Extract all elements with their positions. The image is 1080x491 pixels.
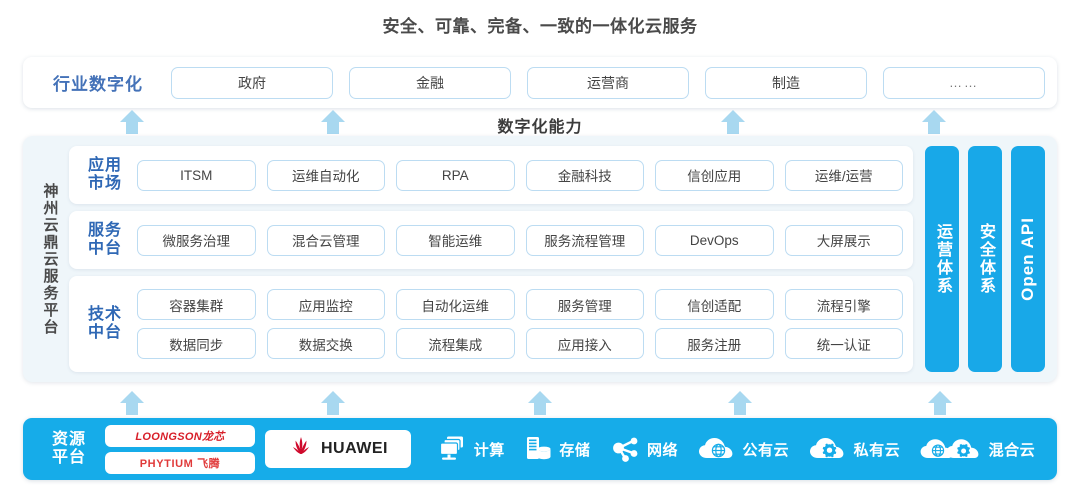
resource-item-hybrid-cloud[interactable]: 混合云 bbox=[920, 436, 1036, 462]
cell-xinchuang-adaptation[interactable]: 信创适配 bbox=[655, 289, 774, 320]
cloud-service-platform-panel: 神州云鼎云服务平台 应用 市场 ITSM 运维自动化 RPA 金融科技 信创应用… bbox=[23, 136, 1057, 382]
platform-bands: 应用 市场 ITSM 运维自动化 RPA 金融科技 信创应用 运维/运营 bbox=[69, 146, 913, 372]
resource-item-private-cloud[interactable]: 私有云 bbox=[809, 436, 901, 462]
cell-intelligent-ops[interactable]: 智能运维 bbox=[396, 224, 515, 256]
cell-row: ITSM 运维自动化 RPA 金融科技 信创应用 运维/运营 bbox=[137, 159, 903, 191]
cell-container-cluster[interactable]: 容器集群 bbox=[137, 289, 256, 320]
up-arrow-icon-1 bbox=[119, 109, 145, 135]
pillar-security-system[interactable]: 安全体系 bbox=[968, 146, 1002, 372]
cell-itsm[interactable]: ITSM bbox=[137, 159, 256, 191]
resource-item-label: 存储 bbox=[559, 441, 591, 459]
resource-item-compute[interactable]: 计算 bbox=[437, 435, 505, 463]
industry-row-label: 行业数字化 bbox=[53, 75, 143, 94]
resource-platform-label: 资源 平台 bbox=[51, 430, 86, 466]
industry-item-more[interactable]: …… bbox=[883, 66, 1045, 99]
cell-devops[interactable]: DevOps bbox=[655, 224, 774, 256]
cell-ops-operations[interactable]: 运维/运营 bbox=[784, 159, 903, 191]
up-arrow-icon-4 bbox=[921, 109, 947, 135]
huawei-flower-icon bbox=[288, 436, 314, 463]
industry-item-manufacturing[interactable]: 制造 bbox=[705, 66, 867, 99]
resource-item-network[interactable]: 网络 bbox=[610, 435, 678, 463]
cell-application-access[interactable]: 应用接入 bbox=[525, 328, 644, 359]
band-label-application-market: 应用 市场 bbox=[87, 157, 122, 192]
resource-item-label: 私有云 bbox=[853, 441, 901, 459]
page-title: 安全、可靠、完备、一致的一体化云服务 bbox=[382, 17, 698, 36]
up-arrow-icon-6 bbox=[320, 390, 346, 416]
cell-microservice-governance[interactable]: 微服务治理 bbox=[137, 224, 256, 256]
band-application-market: 应用 市场 ITSM 运维自动化 RPA 金融科技 信创应用 运维/运营 bbox=[69, 146, 913, 204]
cell-large-screen-display[interactable]: 大屏展示 bbox=[784, 224, 903, 256]
public-cloud-icon bbox=[698, 436, 736, 462]
cell-xinchuang-app[interactable]: 信创应用 bbox=[655, 159, 774, 191]
chip-vendor-logos: LOONGSON龙芯 PHYTIUM 飞腾 bbox=[105, 424, 255, 474]
cell-service-registration[interactable]: 服务注册 bbox=[655, 328, 774, 359]
industry-digitalization-row: 行业数字化 政府 金融 运营商 制造 …… bbox=[23, 57, 1057, 108]
up-arrow-icon-8 bbox=[727, 390, 753, 416]
band-cells-service-middle-platform: 微服务治理 混合云管理 智能运维 服务流程管理 DevOps 大屏展示 bbox=[137, 224, 903, 256]
resource-item-label: 混合云 bbox=[988, 441, 1036, 459]
resource-item-label: 计算 bbox=[473, 441, 505, 459]
band-technical-middle-platform: 技术 中台 容器集群 应用监控 自动化运维 服务管理 信创适配 流程引擎 数据同… bbox=[69, 276, 913, 372]
band-cells-technical-middle-platform: 容器集群 应用监控 自动化运维 服务管理 信创适配 流程引擎 数据同步 数据交换… bbox=[137, 289, 903, 359]
resource-platform-bar: 资源 平台 LOONGSON龙芯 PHYTIUM 飞腾 HUAWEI bbox=[23, 418, 1057, 480]
resource-items: 计算 bbox=[411, 435, 1045, 463]
vertical-pillars: 运营体系 安全体系 Open API bbox=[913, 146, 1045, 372]
industry-item-finance[interactable]: 金融 bbox=[349, 66, 511, 99]
network-icon bbox=[610, 435, 640, 463]
cell-hybrid-cloud-management[interactable]: 混合云管理 bbox=[266, 224, 385, 256]
resource-item-label: 公有云 bbox=[742, 441, 790, 459]
cell-rpa[interactable]: RPA bbox=[396, 159, 515, 191]
cell-service-process-management[interactable]: 服务流程管理 bbox=[525, 224, 644, 256]
platform-side-label: 神州云鼎云服务平台 bbox=[41, 182, 59, 336]
huawei-logo: HUAWEI bbox=[265, 430, 411, 468]
hybrid-cloud-icon bbox=[920, 436, 982, 462]
cell-process-integration[interactable]: 流程集成 bbox=[396, 328, 515, 359]
huawei-wordmark: HUAWEI bbox=[321, 440, 388, 457]
cell-unified-authentication[interactable]: 统一认证 bbox=[784, 328, 903, 359]
cell-process-engine[interactable]: 流程引擎 bbox=[784, 289, 903, 320]
cell-data-exchange[interactable]: 数据交换 bbox=[266, 328, 385, 359]
cell-service-management[interactable]: 服务管理 bbox=[525, 289, 644, 320]
resource-item-storage[interactable]: 存储 bbox=[524, 435, 590, 463]
cell-row: 数据同步 数据交换 流程集成 应用接入 服务注册 统一认证 bbox=[137, 328, 903, 359]
storage-icon bbox=[524, 435, 552, 463]
up-arrow-icon-3 bbox=[720, 109, 746, 135]
capability-label: 数字化能力 bbox=[497, 119, 583, 136]
band-service-middle-platform: 服务 中台 微服务治理 混合云管理 智能运维 服务流程管理 DevOps 大屏展… bbox=[69, 211, 913, 269]
resource-item-label: 网络 bbox=[646, 441, 678, 459]
cell-ops-automation[interactable]: 运维自动化 bbox=[266, 159, 385, 191]
compute-icon bbox=[437, 435, 467, 463]
pillar-open-api[interactable]: Open API bbox=[1011, 146, 1045, 372]
industry-item-government[interactable]: 政府 bbox=[171, 66, 333, 99]
band-label-technical-middle-platform: 技术 中台 bbox=[87, 306, 122, 341]
band-cells-application-market: ITSM 运维自动化 RPA 金融科技 信创应用 运维/运营 bbox=[137, 159, 903, 191]
loongson-logo: LOONGSON龙芯 bbox=[105, 424, 255, 447]
cell-automated-ops[interactable]: 自动化运维 bbox=[396, 289, 515, 320]
pillar-operations-system[interactable]: 运营体系 bbox=[925, 146, 959, 372]
up-arrow-icon-2 bbox=[320, 109, 346, 135]
phytium-logo: PHYTIUM 飞腾 bbox=[105, 451, 255, 474]
industry-item-operator[interactable]: 运营商 bbox=[527, 66, 689, 99]
up-arrow-icon-5 bbox=[119, 390, 145, 416]
band-label-service-middle-platform: 服务 中台 bbox=[87, 222, 122, 257]
cell-application-monitoring[interactable]: 应用监控 bbox=[266, 289, 385, 320]
up-arrow-icon-9 bbox=[927, 390, 953, 416]
cell-row: 微服务治理 混合云管理 智能运维 服务流程管理 DevOps 大屏展示 bbox=[137, 224, 903, 256]
up-arrow-icon-7 bbox=[527, 390, 553, 416]
resource-item-public-cloud[interactable]: 公有云 bbox=[698, 436, 790, 462]
cell-data-sync[interactable]: 数据同步 bbox=[137, 328, 256, 359]
cell-row: 容器集群 应用监控 自动化运维 服务管理 信创适配 流程引擎 bbox=[137, 289, 903, 320]
private-cloud-icon bbox=[809, 436, 847, 462]
cell-fintech[interactable]: 金融科技 bbox=[525, 159, 644, 191]
